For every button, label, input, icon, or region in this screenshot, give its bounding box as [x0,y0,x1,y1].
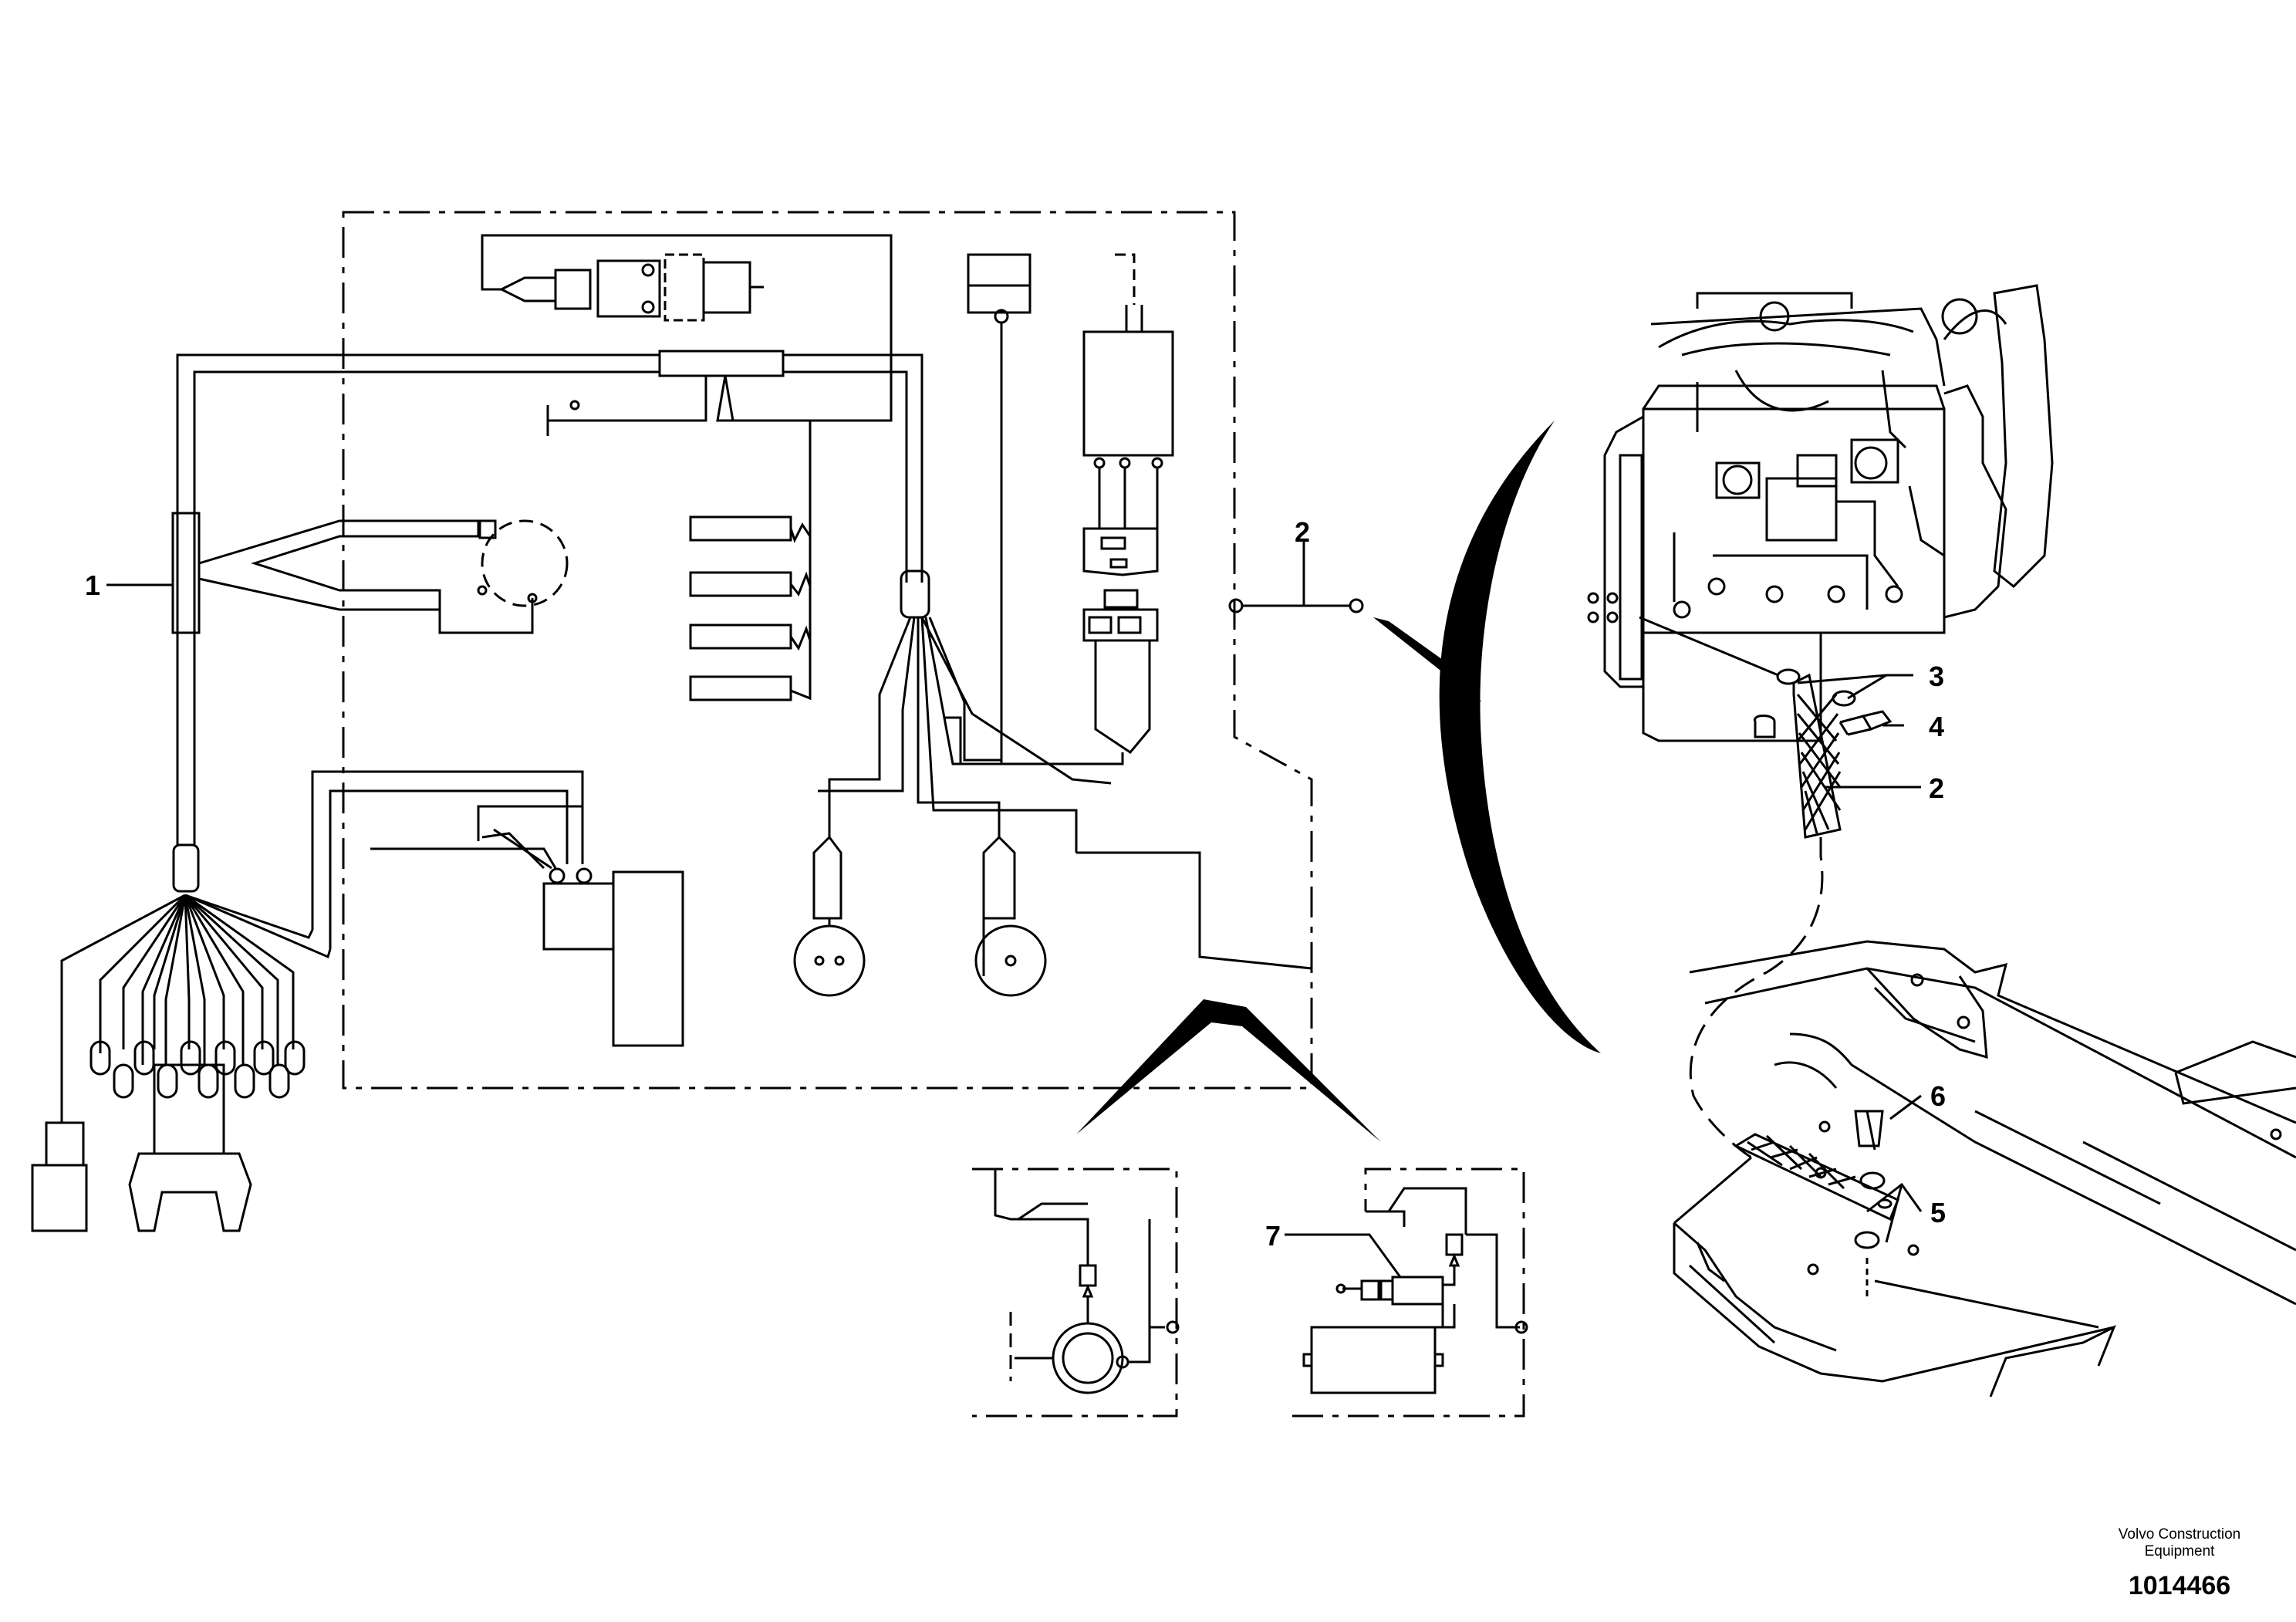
ground-strap-lower [1733,1110,1899,1296]
callout-3: 3 [1929,661,1944,692]
secondary-connector [818,569,1312,970]
zoom-arc-right [1439,421,1601,1053]
drawing-number: 1014466 [2128,1571,2231,1600]
manufacturer-line-1: Volvo Construction [2118,1526,2241,1543]
speed-sensor-2 [974,835,1047,997]
zoom-wedge-right [1373,617,1481,702]
ground-hardware-top [1639,616,1893,736]
engine-illustration [1587,284,2054,742]
relay-block [1082,253,1174,754]
callout-4: 4 [1929,711,1944,742]
manufacturer-label: Volvo Construction Equipment [2083,1526,2276,1560]
detail-box-left [972,1168,1180,1418]
detail-box-right [1292,1168,1528,1418]
leader-3 [1797,674,1913,684]
top-switch [481,234,893,421]
main-dashed-boundary [342,211,1313,1090]
fuse-strip [689,515,812,701]
callout-6: 6 [1930,1080,1946,1112]
wire-fan [31,894,332,1232]
leader-6 [1889,1094,1922,1120]
callout-5: 5 [1930,1197,1946,1228]
ground-strap-braid [1689,673,1842,1159]
leader-5b [1885,1184,1903,1243]
callout-7: 7 [1265,1220,1281,1252]
leader-7 [1285,1233,1402,1278]
zoom-wedge-lower [1076,999,1381,1142]
ground-strap-symbol [1228,598,1364,613]
main-harness [171,253,923,893]
lead-connector [198,519,569,634]
callout-1: 1 [85,569,100,601]
starter-switch [311,770,684,1047]
callout-2-strap: 2 [1929,772,1944,804]
speed-sensor-1 [793,835,866,997]
chassis-frame [1673,940,2296,1397]
manufacturer-line-2: Equipment [2144,1543,2215,1559]
callout-2-schematic: 2 [1295,516,1310,548]
